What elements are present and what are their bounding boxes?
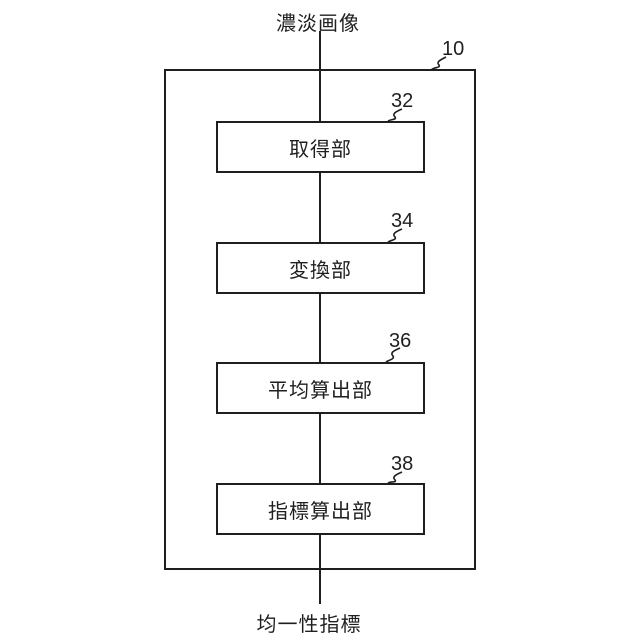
leader-line-38 bbox=[387, 471, 403, 484]
input-label: 濃淡画像 bbox=[276, 13, 360, 35]
ref-number-38: 38 bbox=[391, 453, 414, 475]
ref-number-34: 34 bbox=[391, 210, 414, 232]
block-acquisition-label: 取得部 bbox=[289, 138, 352, 161]
block-conversion-unit: 変換部 bbox=[216, 242, 425, 294]
output-label: 均一性指標 bbox=[256, 614, 362, 636]
ref-number-36: 36 bbox=[389, 330, 412, 352]
ref-number-32: 32 bbox=[391, 90, 414, 112]
block-average-calculation-unit: 平均算出部 bbox=[216, 362, 425, 414]
block-acquisition-unit: 取得部 bbox=[216, 121, 425, 173]
leader-line-36 bbox=[385, 347, 401, 363]
block-index-calculation-unit: 指標算出部 bbox=[216, 483, 425, 535]
leader-line-34 bbox=[387, 228, 403, 243]
ref-number-10: 10 bbox=[442, 38, 465, 60]
leader-line-10 bbox=[430, 56, 447, 71]
block-index-calculation-label: 指標算出部 bbox=[268, 500, 373, 523]
block-average-calculation-label: 平均算出部 bbox=[268, 379, 373, 402]
block-conversion-label: 変換部 bbox=[289, 259, 352, 282]
leader-line-32 bbox=[387, 108, 403, 122]
